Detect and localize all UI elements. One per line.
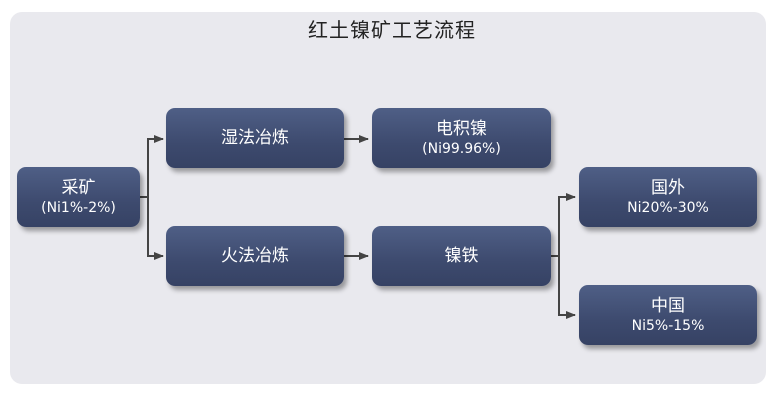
connector-ferronickel-china bbox=[558, 256, 576, 319]
node-electro: 电积镍 (Ni99.96%) bbox=[372, 108, 551, 168]
node-mining: 采矿 (Ni1%-2%) bbox=[17, 167, 140, 227]
node-abroad-label: 国外 bbox=[651, 177, 685, 198]
node-abroad: 国外 Ni20%-30% bbox=[579, 167, 757, 227]
node-ferronickel: 镍铁 bbox=[372, 226, 551, 286]
connector-ferronickel-abroad bbox=[551, 193, 576, 257]
node-pyro-label: 火法冶炼 bbox=[221, 246, 289, 266]
node-electro-sub: (Ni99.96%) bbox=[422, 140, 501, 157]
node-hydro-label: 湿法冶炼 bbox=[221, 128, 289, 148]
connector-mining-pyro bbox=[147, 197, 164, 260]
connector-mining-split bbox=[140, 135, 164, 198]
node-mining-label: 采矿 bbox=[61, 177, 96, 198]
node-china-sub: Ni5%-15% bbox=[631, 317, 705, 334]
node-pyro: 火法冶炼 bbox=[166, 226, 344, 286]
node-ferronickel-label: 镍铁 bbox=[444, 246, 479, 266]
node-electro-label: 电积镍 bbox=[436, 118, 487, 139]
node-china-label: 中国 bbox=[651, 295, 685, 316]
node-abroad-sub: Ni20%-30% bbox=[627, 199, 709, 216]
node-mining-sub: (Ni1%-2%) bbox=[41, 199, 116, 216]
node-hydro: 湿法冶炼 bbox=[166, 108, 344, 168]
node-china: 中国 Ni5%-15% bbox=[579, 285, 757, 345]
diagram-title: 红土镍矿工艺流程 bbox=[308, 18, 476, 42]
